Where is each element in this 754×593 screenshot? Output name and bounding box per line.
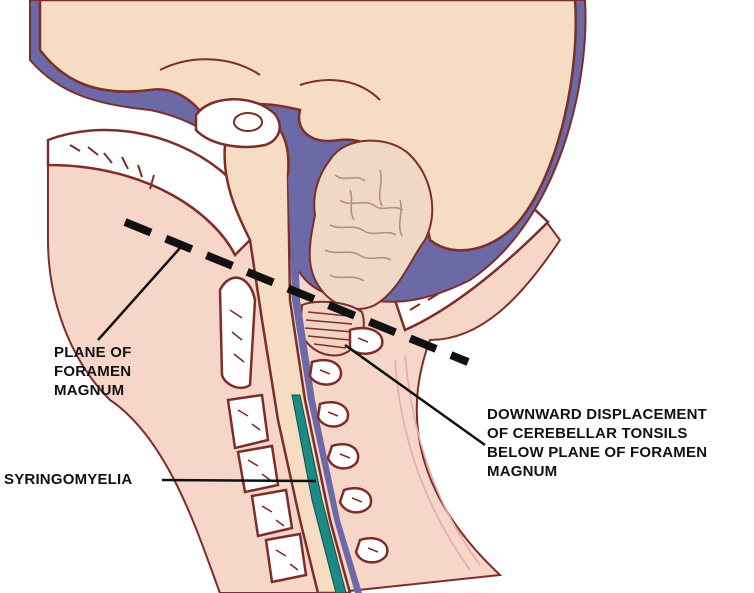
spinous-c6 [354, 537, 389, 564]
leader-tonsils [344, 343, 486, 447]
label-tonsil-displacement: DOWNWARD DISPLACEMENT OF CEREBELLAR TONS… [487, 406, 708, 480]
vertebra-c1 [218, 276, 257, 390]
vertebra-c5 [264, 532, 308, 584]
pons-hole [233, 112, 263, 132]
vertebra-c4 [250, 488, 294, 538]
vertebra-c2 [226, 393, 270, 450]
spinous-c5 [338, 487, 373, 514]
cord-posterior-csf [288, 175, 362, 593]
cerebrum-fold [159, 58, 381, 101]
occipital-bone-texture [69, 144, 155, 190]
label-syringomyelia: SYRINGOMYELIA [4, 471, 133, 488]
vertebra-c3 [236, 444, 280, 494]
ligament-lines [394, 354, 481, 571]
foramen-magnum-plane [123, 218, 470, 366]
syrinx [291, 394, 347, 593]
vertebra-texture [229, 309, 299, 571]
label-plane-of-foramen-magnum: PLANE OF FORAMEN MAGNUM [54, 344, 132, 399]
spinous-c4 [326, 443, 360, 470]
leader-syringo [161, 478, 317, 483]
cerebellum-folia [324, 169, 404, 282]
cerebrum [38, 0, 577, 252]
spinous-texture [319, 337, 379, 553]
cerebellum [308, 139, 434, 310]
leader-foramen [97, 247, 181, 341]
tonsil-striations [304, 311, 354, 349]
